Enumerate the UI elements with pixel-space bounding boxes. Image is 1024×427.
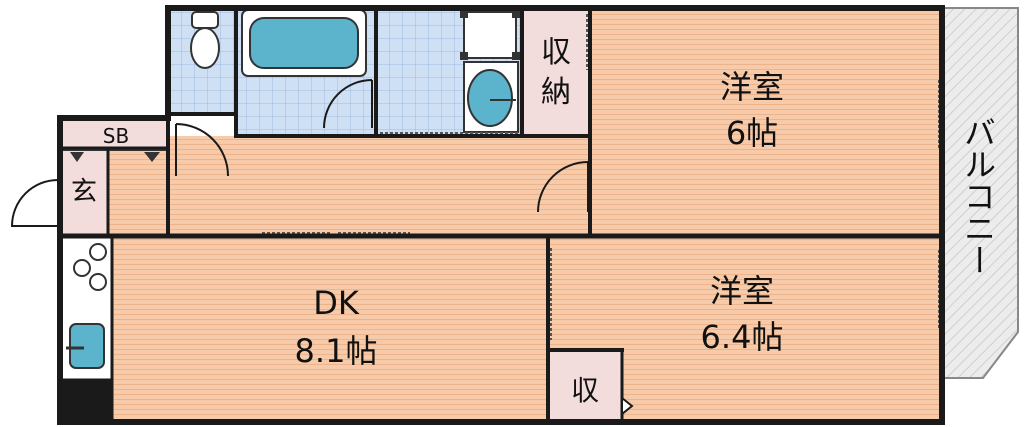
closet-large-name-line2: 納 bbox=[541, 75, 571, 110]
balcony-name: バルコニー bbox=[959, 116, 997, 276]
refrigerator-space bbox=[60, 380, 112, 422]
kitchen-sink-fixture bbox=[66, 323, 105, 369]
dining-kitchen-name: DK bbox=[313, 284, 360, 322]
bathtub-fixture bbox=[241, 9, 367, 77]
washing-machine-space bbox=[460, 10, 520, 60]
wash-basin-fixture bbox=[463, 61, 519, 133]
hallway-floor bbox=[168, 136, 590, 236]
western-room-1-name: 洋室 bbox=[720, 68, 784, 106]
closet-small-door-mark bbox=[621, 395, 634, 417]
shoe-box-floor bbox=[60, 118, 168, 148]
closet-small-name: 収 bbox=[571, 374, 599, 407]
stove-fixture bbox=[73, 243, 107, 291]
entrance-corridor-floor bbox=[108, 148, 168, 236]
western-room-2-name: 洋室 bbox=[710, 272, 774, 310]
western-room-1-size: 6帖 bbox=[726, 114, 778, 152]
closet-large-name-line1: 収 bbox=[541, 35, 571, 70]
shoe-box-shelf bbox=[62, 149, 166, 162]
toilet-fixture bbox=[190, 11, 220, 69]
entrance-name: 玄 bbox=[71, 177, 97, 207]
walls bbox=[57, 5, 945, 425]
shoe-box-name: SB bbox=[103, 124, 129, 148]
closet-small-floor bbox=[548, 350, 622, 422]
front-door-swing bbox=[10, 179, 59, 227]
western-room-1-floor bbox=[590, 8, 942, 236]
dining-kitchen-size: 8.1帖 bbox=[295, 332, 378, 370]
bathroom-door-swing bbox=[323, 79, 373, 129]
toilet-door-swing bbox=[175, 123, 229, 177]
western-room-2-size: 6.4帖 bbox=[701, 318, 784, 356]
closet-large-floor bbox=[522, 8, 590, 136]
dining-kitchen-floor bbox=[60, 236, 548, 422]
entrance-floor bbox=[60, 148, 108, 236]
